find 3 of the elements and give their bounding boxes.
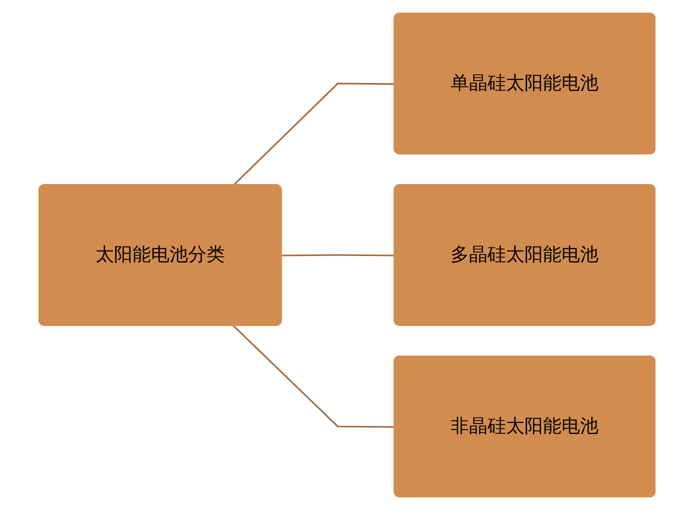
connector [232, 325, 394, 428]
connector [232, 82, 394, 186]
connector [281, 254, 394, 256]
